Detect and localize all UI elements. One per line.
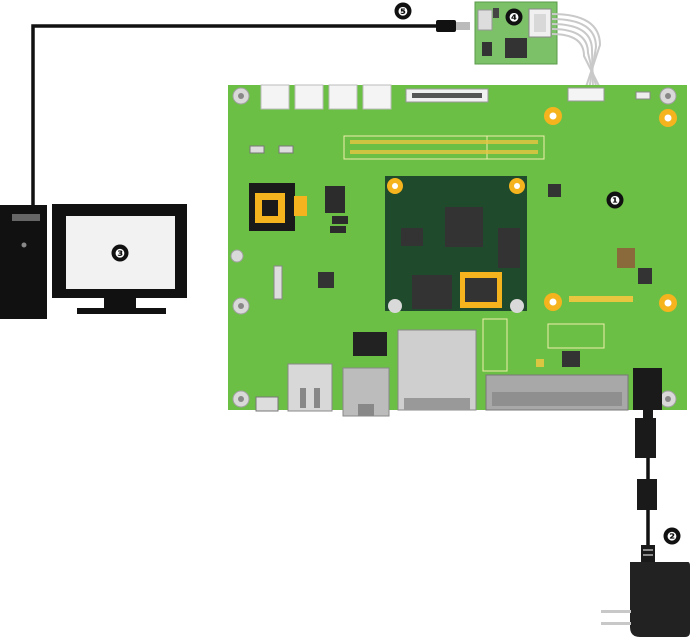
pc-tower	[0, 205, 47, 319]
cpu-module	[385, 176, 527, 313]
svg-text:❸: ❸	[115, 247, 125, 261]
bottom-connectors	[255, 329, 662, 417]
ac-adapter-cable	[635, 408, 657, 563]
main-board	[228, 84, 687, 417]
marker-ac-adapter: ❷	[663, 527, 681, 545]
top-connectors	[260, 84, 651, 110]
marker-board: ❶	[606, 191, 624, 209]
svg-text:❺: ❺	[398, 5, 408, 19]
usb-cable	[31, 20, 470, 205]
svg-text:❷: ❷	[667, 530, 677, 544]
svg-text:❹: ❹	[509, 11, 519, 25]
marker-serial-board: ❹	[505, 8, 523, 26]
battery-holder	[249, 183, 307, 231]
board-components	[249, 145, 652, 372]
mounting-holes	[230, 87, 677, 408]
marker-pc: ❸	[111, 244, 129, 262]
ac-adapter	[601, 562, 690, 637]
svg-text:❶: ❶	[610, 194, 620, 208]
marker-usb-cable: ❺	[394, 2, 412, 20]
pin-header	[343, 135, 545, 160]
ribbon-cable	[551, 13, 602, 91]
pc	[0, 204, 187, 319]
